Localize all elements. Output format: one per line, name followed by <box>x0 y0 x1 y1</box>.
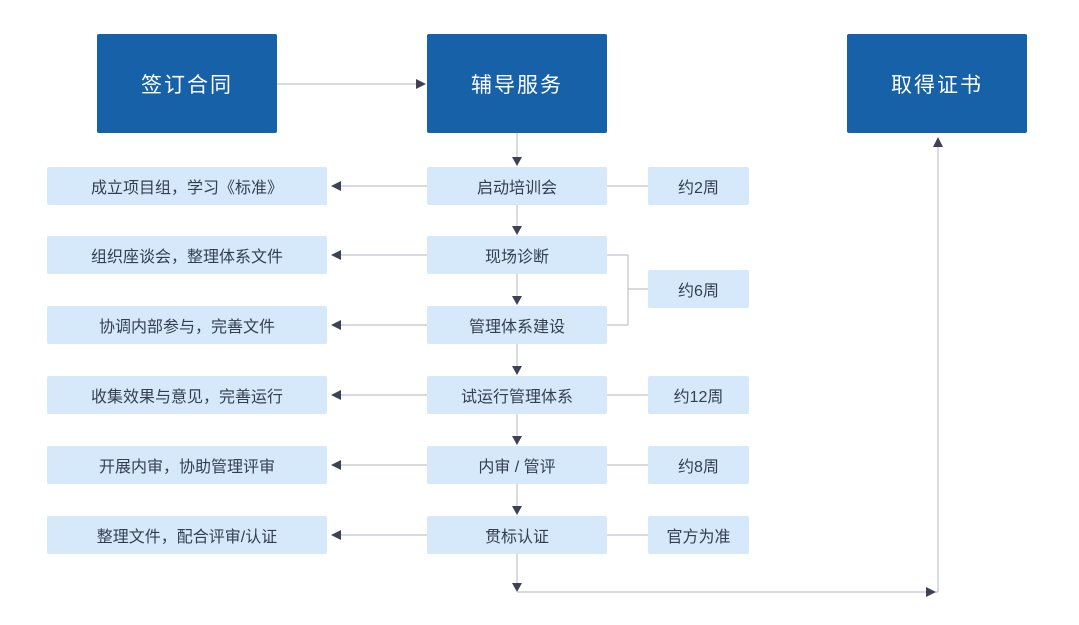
arrow-center-to-left-row5 <box>331 460 427 470</box>
arrow-sign-to-coaching <box>277 79 426 89</box>
duration-box-12weeks: 约12周 <box>648 376 749 414</box>
task-box-coordinate-participation: 协调内部参与，完善文件 <box>47 306 327 344</box>
step-box-trial-operation: 试运行管理体系 <box>427 376 607 414</box>
arrow-step5-to-step6 <box>512 484 522 515</box>
stage-box-obtain-certificate: 取得证书 <box>847 34 1027 133</box>
arrow-center-to-left-row4 <box>331 390 427 400</box>
stage-box-coaching-service: 辅导服务 <box>427 34 607 133</box>
duration-box-6weeks: 约6周 <box>648 270 749 308</box>
arrow-center-to-left-row3 <box>331 320 427 330</box>
step-box-system-construction: 管理体系建设 <box>427 306 607 344</box>
duration-box-official: 官方为准 <box>648 516 749 554</box>
step-box-kickoff-training: 启动培训会 <box>427 167 607 205</box>
task-box-collect-feedback: 收集效果与意见，完善运行 <box>47 376 327 414</box>
arrow-center-to-left-row1 <box>331 181 427 191</box>
task-box-organize-seminar: 组织座谈会，整理体系文件 <box>47 236 327 274</box>
stage-box-sign-contract: 签订合同 <box>97 34 277 133</box>
arrow-step4-to-step5 <box>512 414 522 445</box>
arrow-bottom-right <box>517 587 938 597</box>
arrow-step1-to-step2 <box>512 205 522 235</box>
task-box-internal-audit-assist: 开展内审，协助管理评审 <box>47 446 327 484</box>
arrow-step2-to-step3 <box>512 274 522 305</box>
duration-box-2weeks: 约2周 <box>648 167 749 205</box>
arrow-center-to-left-row2 <box>331 250 427 260</box>
task-box-form-project-team: 成立项目组，学习《标准》 <box>47 167 327 205</box>
arrow-up-to-certificate <box>933 137 943 592</box>
step-box-certification: 贯标认证 <box>427 516 607 554</box>
arrow-center-to-left-row6 <box>331 530 427 540</box>
step-box-audit-review: 内审 / 管评 <box>427 446 607 484</box>
duration-box-8weeks: 约8周 <box>648 446 749 484</box>
task-box-organize-documents: 整理文件，配合评审/认证 <box>47 516 327 554</box>
step-box-onsite-diagnosis: 现场诊断 <box>427 236 607 274</box>
arrow-coaching-to-kickoff <box>512 133 522 166</box>
bracket-6weeks <box>607 254 648 326</box>
arrow-step3-to-step4 <box>512 344 522 375</box>
arrow-certification-down <box>512 554 522 592</box>
